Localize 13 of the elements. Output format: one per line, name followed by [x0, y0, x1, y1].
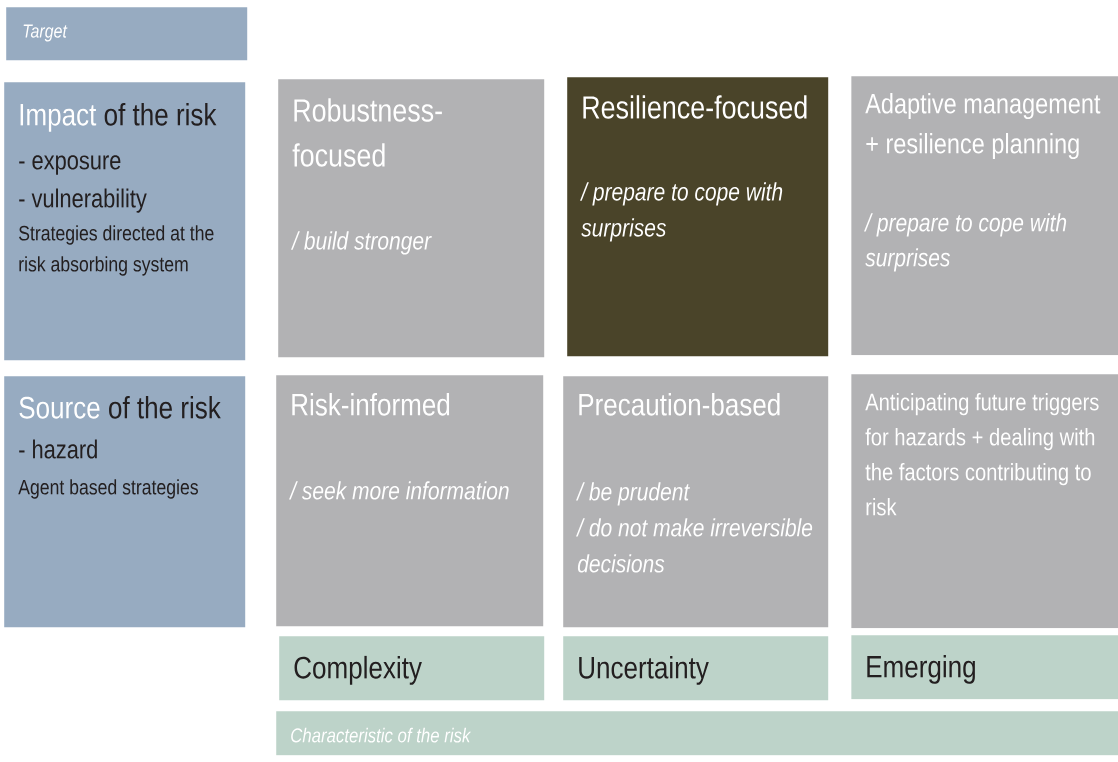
characteristic-box: Emerging — [851, 635, 1118, 700]
axis-label-band: Characteristic of the risk — [276, 711, 1118, 756]
characteristic-box: Complexity — [279, 636, 545, 701]
header-box: Target — [6, 7, 248, 61]
strategy-box: Precaution-based / be prudent / do not make irreversible decisions — [563, 376, 829, 628]
strategy-box: Resilience-focused / prepare to cope with surprises — [567, 77, 829, 357]
row-header-box: Source of the risk - hazard Agent based strategies — [4, 376, 246, 628]
strategy-box: Risk-informed / seek more information — [276, 375, 544, 627]
strategy-box: Anticipating future triggers for hazards + dealing with the factors contributing to risk — [851, 374, 1118, 629]
row-header-box: Impact of the risk - exposure - vulnerability Strategies directed at the risk absorbing system — [4, 82, 246, 361]
characteristic-box: Uncertainty — [563, 636, 829, 701]
strategy-box: Adaptive management + resilience planning / prepare to cope with surprises — [851, 76, 1118, 356]
strategy-box: Robustness-focused / build stronger — [278, 79, 545, 358]
